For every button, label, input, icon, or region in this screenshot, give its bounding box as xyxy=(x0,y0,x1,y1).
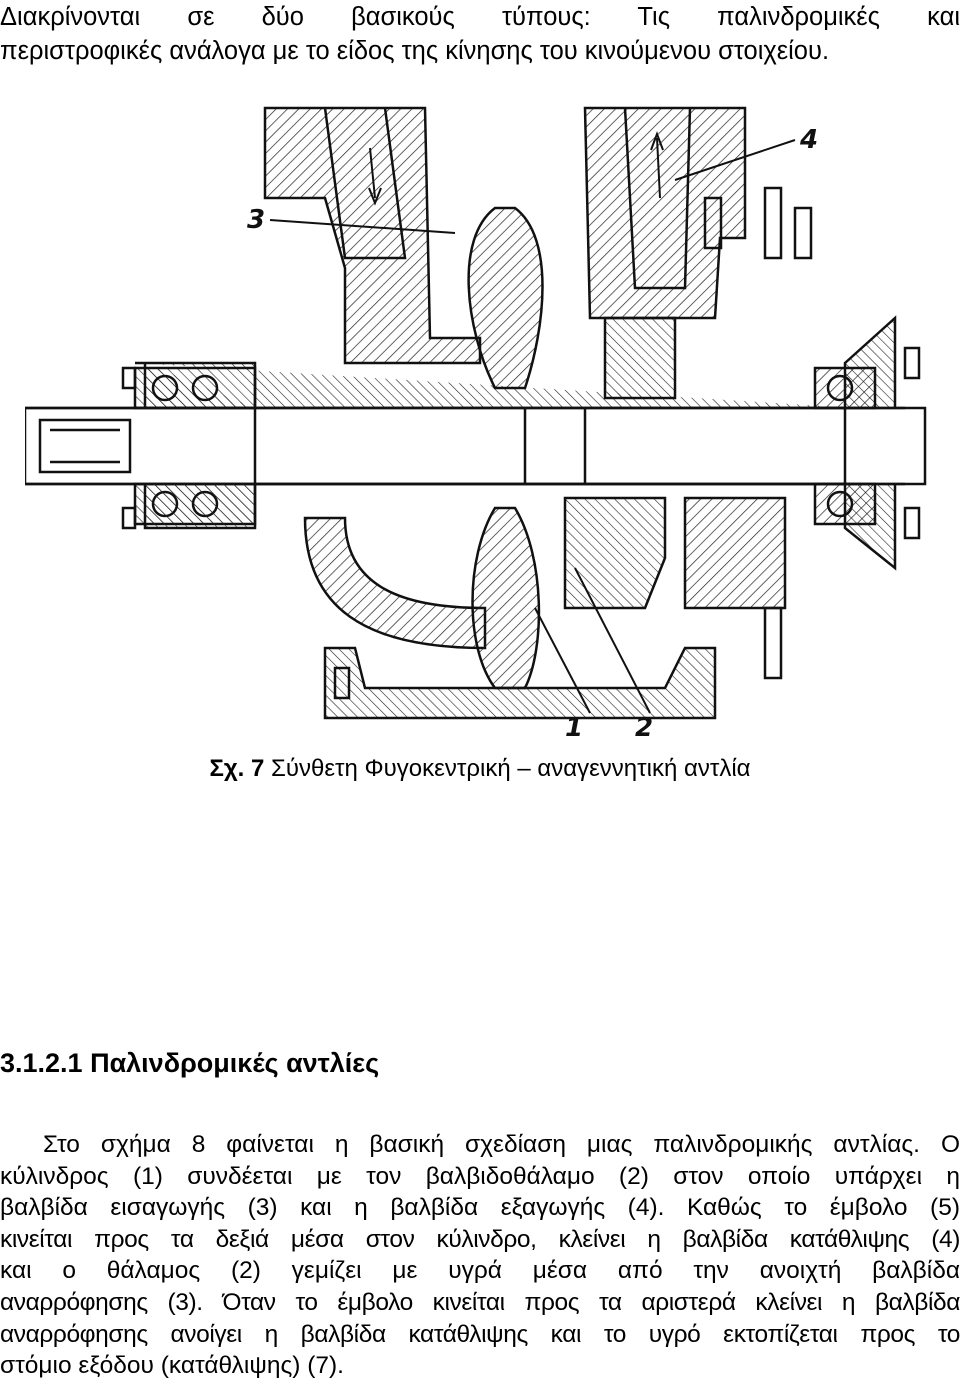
body-line: κύλινδρος (1) συνδέεται με τον βαλβιδοθά… xyxy=(0,1162,960,1190)
pump-cross-section-figure: 1 2 3 4 xyxy=(25,88,945,748)
intro-line: Διακρίνονται σε δύο βασικούς τύπους: Τις… xyxy=(0,3,960,31)
figure-label-3: 3 xyxy=(247,205,265,235)
body-line: αναρρόφησης (3). Όταν το έμβολο κινείται… xyxy=(0,1288,960,1316)
body-paragraph: Στο σχήμα 8 φαίνεται η βασική σχεδίαση μ… xyxy=(0,1129,960,1382)
figure-label-1: 1 xyxy=(565,713,583,743)
body-line: αναρρόφησης ανοίγει η βαλβίδα κατάθλιψης… xyxy=(0,1320,960,1348)
body-line: Στο σχήμα 8 φαίνεται η βασική σχεδίαση μ… xyxy=(43,1131,960,1158)
caption-text: Σύνθετη Φυγοκεντρική – αναγεννητική αντλ… xyxy=(264,755,751,782)
caption-number: Σχ. 7 xyxy=(209,755,265,782)
figure-label-4: 4 xyxy=(799,125,818,155)
body-line: βαλβίδα εισαγωγής (3) και η βαλβίδα εξαγ… xyxy=(0,1194,960,1222)
body-line: κινείται προς τα δεξιά μέσα στον κύλινδρ… xyxy=(0,1225,960,1253)
pump-drawing: 1 2 3 4 xyxy=(25,106,927,743)
section-heading: 3.1.2.1 Παλινδρομικές αντλίες xyxy=(0,1048,380,1078)
figure-caption: Σχ. 7 Σύνθετη Φυγοκεντρική – αναγεννητικ… xyxy=(0,752,960,786)
figure-label-2: 2 xyxy=(635,713,653,743)
intro-line: περιστροφικές ανάλογα με το είδος της κί… xyxy=(0,37,830,65)
body-line: και ο θάλαμος (2) γεμίζει με υγρά μέσα α… xyxy=(0,1257,960,1285)
intro-paragraph: Διακρίνονται σε δύο βασικούς τύπους: Τις… xyxy=(0,0,960,68)
body-line: στόμιο εξόδου (κατάθλιψης) (7). xyxy=(0,1352,344,1380)
